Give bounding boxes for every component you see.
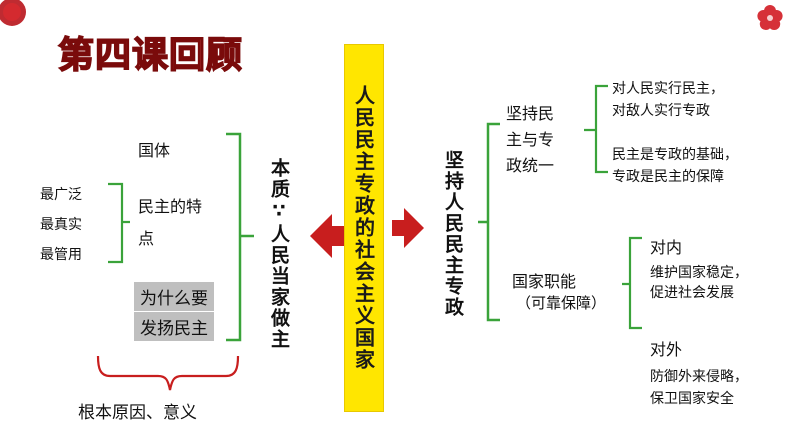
external-label: 对外 [650, 340, 683, 359]
adhere-label: 坚持人民民主专政 [442, 150, 464, 318]
internal-label: 对内 [650, 238, 683, 257]
brace-reason [96, 355, 240, 391]
center-column: 人民民主专政的社会主义国家 [344, 44, 384, 412]
feature-2: 最真实 [40, 217, 82, 233]
unity-line1: 坚持民 [506, 104, 555, 123]
arrow-left-icon [310, 214, 344, 258]
internal-1: 维护国家稳定， [650, 265, 748, 281]
feature-1: 最广泛 [40, 187, 82, 203]
essence-label: 本质∵人民当家做主 [268, 158, 290, 350]
flower-icon [757, 5, 783, 30]
tedian-line1: 民主的特 [138, 197, 203, 216]
external-2: 保卫国家安全 [650, 391, 734, 407]
bracket-unity [584, 84, 608, 174]
bracket-right-main [478, 122, 500, 322]
bracket-left-main [226, 132, 254, 342]
tedian-line2: 点 [138, 229, 155, 248]
external-1: 防御外来侵略， [650, 369, 748, 385]
arrow-right-icon [392, 208, 424, 248]
basis-2: 专政是民主的保障 [612, 169, 724, 185]
feature-3: 最管用 [40, 247, 82, 263]
bracket-functions [622, 236, 642, 330]
functions-note: （可靠保障） [516, 294, 607, 312]
bracket-features [108, 182, 130, 264]
reason-label: 根本原因、意义 [78, 403, 197, 423]
unity-line3: 政统一 [506, 156, 555, 175]
functions-label: 国家职能 [512, 272, 577, 291]
dem-dict-1: 对人民实行民主， [612, 81, 724, 97]
unity-line2: 主与专 [506, 130, 555, 149]
why-line2: 发扬民主 [134, 312, 214, 341]
basis-1: 民主是专政的基础， [612, 147, 738, 163]
internal-2: 促进社会发展 [650, 285, 734, 301]
dem-dict-2: 对敌人实行专政 [612, 103, 710, 119]
guoti-label: 国体 [138, 141, 171, 160]
center-column-text: 人民民主专政的社会主义国家 [351, 85, 376, 371]
why-line1: 为什么要 [134, 282, 214, 311]
page-title: 第四课回顾 [57, 33, 244, 77]
